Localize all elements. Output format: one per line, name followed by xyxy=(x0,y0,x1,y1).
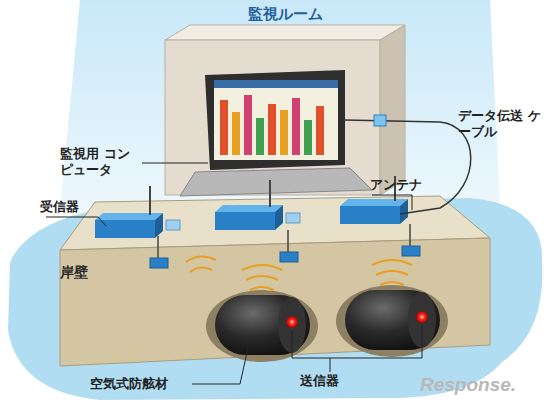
pneumatic-fender xyxy=(345,290,440,350)
transmitter-dot xyxy=(286,316,298,328)
cable-junction xyxy=(374,115,386,126)
display-bar xyxy=(292,98,300,155)
radio-wave xyxy=(246,276,278,280)
transmitter-dot xyxy=(416,311,428,323)
leader-line xyxy=(192,348,248,384)
receiver-top xyxy=(340,199,408,206)
sensor-box xyxy=(280,252,298,262)
sensor-box xyxy=(150,258,168,268)
display-bar xyxy=(316,106,324,155)
connector-box xyxy=(166,220,180,230)
receiver-box xyxy=(340,206,400,224)
radio-wave xyxy=(376,271,408,275)
connector-box xyxy=(286,213,300,223)
display-bar xyxy=(232,112,240,155)
antenna xyxy=(149,186,151,215)
receiver-box xyxy=(215,212,275,230)
leader-line xyxy=(372,195,412,210)
quay-front xyxy=(60,238,490,366)
cable-label: データ伝送 ケーブル xyxy=(458,108,544,140)
watermark: Response. xyxy=(420,374,546,396)
receiver-top xyxy=(215,205,283,212)
sensor-box xyxy=(402,246,420,256)
node-text: 岸壁 xyxy=(60,264,490,282)
display-bar xyxy=(244,95,252,155)
laptop-keyboard xyxy=(180,168,372,196)
receiver-side xyxy=(400,199,408,224)
display-bar xyxy=(256,118,264,155)
node-text: 監視ルーム xyxy=(80,5,490,24)
leader-line xyxy=(46,217,106,226)
radio-wave xyxy=(242,265,282,270)
quay-wall: 岸壁 xyxy=(60,250,490,360)
receiver-box xyxy=(95,220,155,238)
fender-label: 空気式防舷材 xyxy=(90,376,200,392)
computer-label: 監視用 コンピュータ xyxy=(60,146,142,178)
antenna xyxy=(269,180,271,207)
transmitter-label: 送信器 xyxy=(300,373,370,389)
antenna xyxy=(287,230,289,252)
receiver-top xyxy=(95,213,163,220)
data-cable xyxy=(345,120,471,214)
display-bar xyxy=(280,110,288,155)
radio-wave xyxy=(250,287,274,290)
receiver-side xyxy=(275,205,283,230)
building-side xyxy=(380,25,405,195)
display-bar xyxy=(220,100,228,155)
fender-recess xyxy=(336,285,448,357)
radio-wave xyxy=(190,267,212,272)
display-header xyxy=(214,80,338,88)
receiver-label: 受信器 xyxy=(40,199,100,215)
display-bar xyxy=(304,120,312,155)
leader-line xyxy=(142,163,208,164)
laptop-display xyxy=(214,80,338,160)
radio-wave xyxy=(372,260,412,265)
antenna xyxy=(409,224,411,246)
room-backdrop xyxy=(60,0,500,212)
radio-wave xyxy=(380,282,404,285)
radio-wave xyxy=(186,256,216,262)
fender-recess xyxy=(206,290,318,362)
building-front xyxy=(165,40,380,195)
leader-line xyxy=(330,358,331,372)
display-bar xyxy=(268,104,276,155)
building-top xyxy=(165,25,405,40)
antenna-label: アンテナ xyxy=(370,177,442,193)
leader-bracket xyxy=(292,325,422,358)
receiver-side xyxy=(155,213,163,238)
antenna xyxy=(157,236,159,258)
pneumatic-fender xyxy=(215,295,310,355)
monitoring-room: 監視ルーム xyxy=(80,0,490,200)
laptop-screen-frame xyxy=(205,70,345,170)
